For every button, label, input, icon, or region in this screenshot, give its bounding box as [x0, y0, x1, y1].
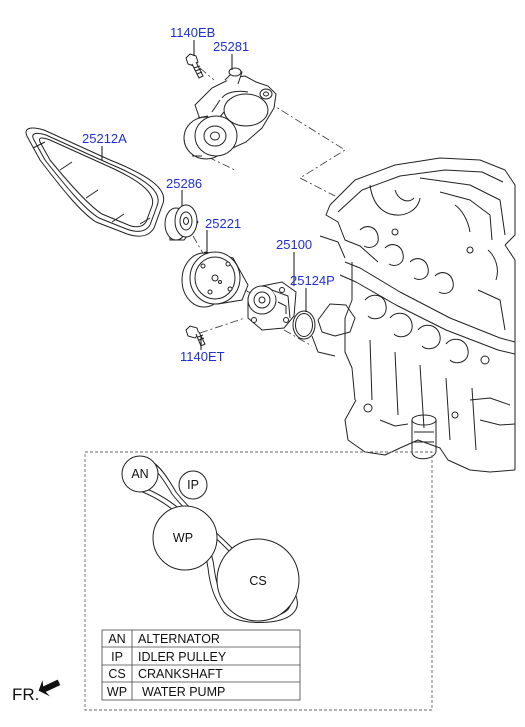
label-25124p[interactable]: 25124P	[290, 273, 335, 288]
legend-code: WP	[107, 685, 127, 699]
label-25281[interactable]: 25281	[213, 39, 249, 54]
legend-code: CS	[108, 667, 125, 681]
legend-name: WATER PUMP	[142, 685, 225, 699]
bolt-1140et[interactable]	[185, 325, 206, 347]
part-number-labels: 1140EB 25281 25212A 25286 25221 25100 25…	[82, 25, 335, 364]
pulley-wp-label: WP	[173, 531, 193, 545]
belt-25212a[interactable]	[25, 127, 165, 237]
belt-routing-inset: AN IP WP CS AN ALTERNATOR IP IDLER PULLE…	[84, 451, 433, 711]
label-25221[interactable]: 25221	[205, 216, 241, 231]
pulley-25221[interactable]	[181, 251, 249, 308]
label-25286[interactable]: 25286	[166, 176, 202, 191]
legend-rows: AN ALTERNATOR IP IDLER PULLEY CS CRANKSH…	[107, 632, 227, 699]
leader-lines	[101, 40, 307, 350]
pulley-cs	[216, 538, 300, 622]
pulley-ip	[178, 470, 208, 500]
legend-code: AN	[108, 632, 125, 646]
gasket-25124p[interactable]	[292, 310, 316, 340]
front-indicator: FR.	[12, 679, 61, 704]
label-25100[interactable]: 25100	[276, 237, 312, 252]
label-25212a[interactable]: 25212A	[82, 131, 127, 146]
pulley-ip-label: IP	[187, 478, 199, 492]
legend-name: CRANKSHAFT	[138, 667, 223, 681]
engine-block	[311, 157, 516, 473]
front-arrow-icon	[38, 679, 61, 697]
pulley-an-label: AN	[131, 467, 148, 481]
idler-25286[interactable]	[164, 204, 199, 241]
pulley-cs-label: CS	[249, 574, 266, 588]
label-1140eb[interactable]: 1140EB	[170, 25, 215, 40]
legend-name: IDLER PULLEY	[138, 650, 227, 664]
legend-table	[101, 629, 301, 701]
pulley-an	[121, 455, 159, 493]
bolt-1140eb[interactable]	[185, 53, 204, 79]
legend-name: ALTERNATOR	[138, 632, 220, 646]
label-1140et[interactable]: 1140ET	[180, 349, 225, 364]
water-pump-25100[interactable]	[247, 281, 297, 331]
tensioner-25281[interactable]	[183, 67, 277, 160]
pulley-wp	[152, 505, 218, 571]
legend-code: IP	[111, 650, 123, 664]
front-label: FR.	[12, 685, 39, 704]
